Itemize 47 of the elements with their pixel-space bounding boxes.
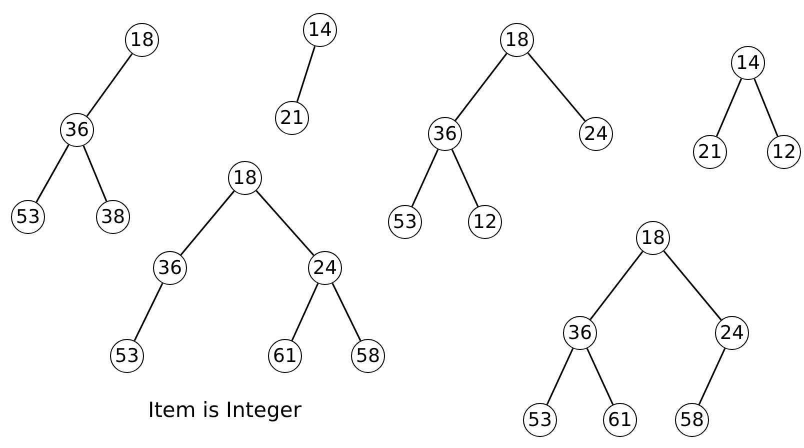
tree-edge [411, 149, 439, 207]
tree-node: 36 [60, 113, 94, 147]
tree-node: 18 [125, 23, 159, 57]
tree-node: 38 [96, 200, 130, 234]
tree-node: 12 [767, 135, 801, 169]
tree-edge [546, 348, 574, 405]
tree-node: 18 [636, 221, 670, 255]
tree-node: 24 [715, 316, 749, 350]
tree-edge [86, 53, 133, 117]
tree-edge [180, 190, 235, 256]
tree-node: 21 [275, 101, 309, 135]
tree-node: 53 [523, 403, 557, 437]
tree-node: 53 [11, 200, 45, 234]
tree-node: 24 [308, 251, 342, 285]
tree-edge [82, 145, 108, 202]
tree-edge [716, 78, 742, 137]
tree-edge [698, 348, 726, 405]
note-text: Item is Integer [148, 398, 302, 422]
tree-node: 12 [468, 205, 502, 239]
tree-node: 61 [603, 403, 637, 437]
tree-node: 21 [693, 135, 727, 169]
tree-node: 36 [428, 117, 462, 151]
tree-edge [134, 282, 164, 342]
tree-node: 14 [303, 13, 337, 47]
tree-node: 53 [388, 205, 422, 239]
tree-edge [590, 251, 644, 320]
tree-edge [527, 52, 586, 122]
tree-node: 14 [731, 46, 765, 80]
tree-edge [36, 144, 70, 203]
tree-node: 36 [563, 316, 597, 350]
tree-edge [754, 78, 778, 137]
tree-node: 18 [500, 23, 534, 57]
tree-edge [256, 190, 314, 256]
tree-edge [663, 250, 722, 320]
tree-node: 58 [351, 339, 385, 373]
tree-edge [291, 283, 319, 341]
tree-edge [332, 282, 362, 342]
tree-node: 58 [675, 403, 709, 437]
tree-edge [586, 348, 614, 405]
tree-node: 53 [110, 339, 144, 373]
tree-node: 61 [268, 339, 302, 373]
tree-node: 36 [153, 251, 187, 285]
tree-edge [454, 53, 508, 121]
tree-node: 24 [579, 117, 613, 151]
tree-edge [296, 46, 316, 102]
tree-node: 18 [228, 161, 262, 195]
tree-edge [451, 149, 479, 207]
